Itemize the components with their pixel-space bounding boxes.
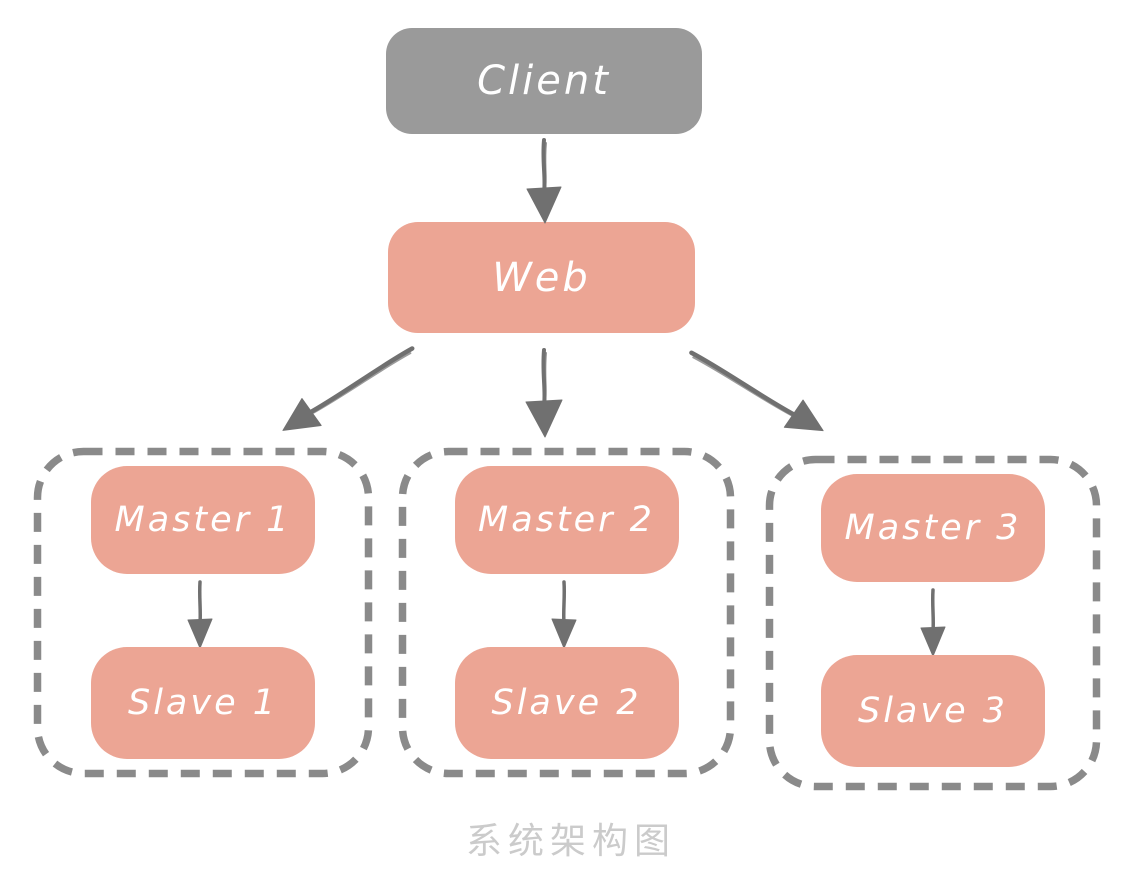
arrow-client-to-web (526, 138, 562, 224)
arrow-web-to-master2 (525, 348, 563, 438)
group-master-slave-1: Master 1 Slave 1 (33, 447, 373, 778)
arrow-web-to-master3 (689, 350, 824, 432)
arrow-web-to-master1 (282, 346, 415, 431)
node-web: Web (388, 222, 695, 333)
group1-dashed-border (33, 447, 373, 778)
node-slave-3: Slave 3 (821, 655, 1045, 767)
node-master-3: Master 3 (821, 474, 1045, 582)
group-master-slave-2: Master 2 Slave 2 (398, 447, 735, 778)
diagram-caption: 系统架构图 (465, 821, 676, 862)
node-master-1: Master 1 (91, 466, 315, 574)
node-slave-1: Slave 1 (91, 647, 315, 759)
node-client: Client (386, 28, 702, 134)
group-master-slave-3: Master 3 Slave 3 (765, 455, 1101, 791)
node-master-2: Master 2 (454, 466, 679, 574)
node-slave-2: Slave 2 (454, 647, 679, 759)
group2-dashed-border (398, 447, 735, 778)
group3-dashed-border (765, 455, 1101, 791)
